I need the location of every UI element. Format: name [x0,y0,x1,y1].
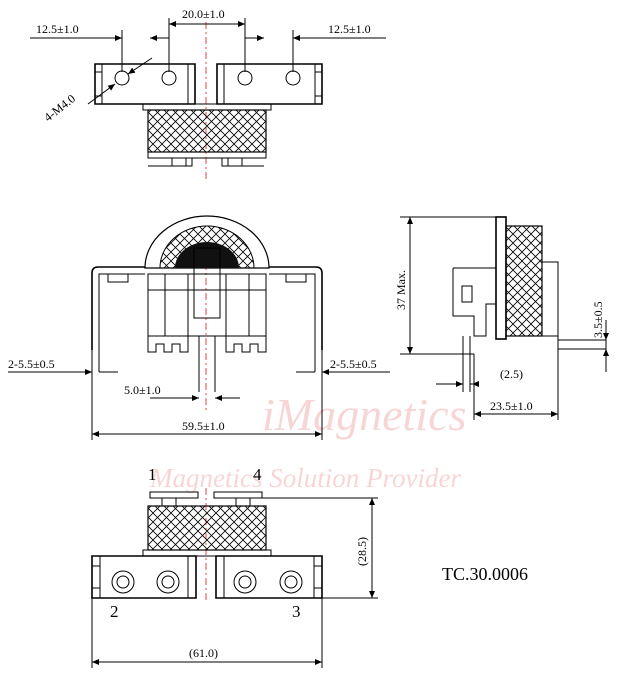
bottom-right-bracket [215,555,323,599]
dim-front-left: 2-5.5±0.5 [8,357,55,371]
bobbin-body [147,273,267,337]
dim-pin-spacing: 5.0±1.0 [124,383,161,397]
dim-side-depth: 23.5±1.0 [490,399,533,413]
core-post [193,247,221,319]
front-leads [91,266,323,350]
dim-bottom-width: (61.0) [189,646,218,660]
mount-hole [114,70,130,86]
dim-top-left: 12.5±1.0 [36,22,79,36]
bottom-coil [147,505,267,551]
front-pins-right [225,336,267,353]
pin-label-2: 2 [110,602,119,621]
mount-hole [161,70,177,86]
bottom-view: 1 4 2 3 (28.5) (61.0) [91,465,378,668]
dim-front-right: 2-5.5±0.5 [330,357,377,371]
dim-side-gap: (2.5) [500,367,523,381]
side-view: 37 Max. 3.5±0.5 (2.5) 23.5±1.0 [394,216,609,420]
side-plate [495,216,507,340]
top-pins [148,158,264,167]
dim-bottom-height: (28.5) [355,537,369,566]
mount-hole [237,70,253,86]
bottom-hole [279,570,303,594]
bottom-hole [111,570,135,594]
top-right-bracket [216,63,323,105]
coil-winding [147,109,267,153]
watermark-brand: iMagnetics [262,389,466,440]
part-number: TC.30.0006 [442,564,528,584]
dim-top-center: 20.0±1.0 [182,7,225,21]
watermark: iMagnetics Magnetics Solution Provider [149,389,466,493]
bottom-hole [233,570,257,594]
side-tab [558,339,607,350]
front-pins-left [147,336,189,353]
bottom-left-bracket [91,555,197,599]
dim-side-right: 3.5±0.5 [591,301,605,338]
front-view: 2-5.5±0.5 2-5.5±0.5 5.0±1.0 59.5±1.0 [8,215,390,440]
mount-hole [285,70,301,86]
side-coil [505,225,543,337]
dim-holes: 4-M4.0 [41,91,78,124]
dim-top-right: 12.5±1.0 [328,22,371,36]
top-view: 12.5±1.0 20.0±1.0 12.5±1.0 4-M4.0 [30,7,386,182]
base-plate [142,103,272,111]
top-left-bracket [94,63,196,105]
pin-label-1: 1 [148,465,157,484]
watermark-tagline: Magnetics Solution Provider [149,463,461,493]
dim-front-width: 59.5±1.0 [182,419,225,433]
dim-side-height: 37 Max. [394,270,408,310]
bottom-hole [156,570,180,594]
pin-label-3: 3 [292,602,301,621]
pin-label-4: 4 [253,465,262,484]
